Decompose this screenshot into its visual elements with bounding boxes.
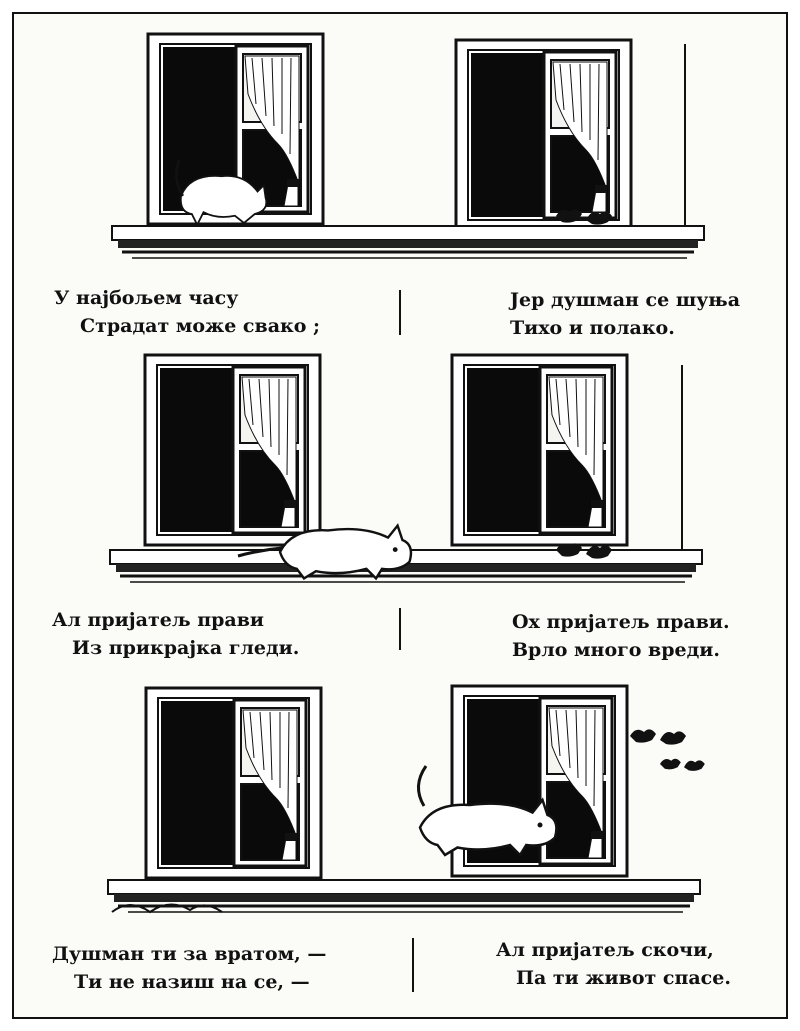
window-2	[454, 38, 633, 232]
bird-icon	[630, 729, 686, 745]
window-3	[143, 353, 322, 547]
verse-1-line-1: У најбољем часу	[54, 287, 239, 309]
verse-6: Ал пријатељ скочи, Па ти живот спасе.	[496, 936, 731, 992]
verse-5-line-2: Ти не назиш на се, —	[74, 971, 310, 993]
verse-3-line-1: Ал пријатељ прави	[52, 609, 264, 631]
verse-6-line-2: Па ти живот спасе.	[516, 967, 731, 989]
illustration-frame	[12, 12, 788, 1019]
verse-4: Ох пријатељ прави. Врло много вреди.	[512, 608, 730, 664]
verse-5-line-1: Душман ти за вратом, —	[52, 943, 327, 965]
window-4	[450, 353, 629, 547]
verse-1-line-2: Страдат може свако ;	[80, 315, 321, 337]
cat-icon	[174, 159, 268, 227]
verse-6-line-1: Ал пријатељ скочи,	[496, 939, 714, 961]
verse-3-line-2: Из прикрајка гледи.	[72, 637, 300, 659]
window-sill-1	[110, 224, 706, 260]
signature-icon	[111, 903, 223, 914]
verse-4-line-2: Врло много вреди.	[512, 639, 720, 661]
verse-2-line-1: Јер душман се шуња	[510, 289, 741, 311]
verse-1: У најбољем часу Страдат може свако ;	[54, 284, 320, 340]
bird-icon	[660, 758, 705, 771]
verse-4-line-1: Ох пријатељ прави.	[512, 611, 730, 633]
window-5	[144, 686, 323, 880]
verse-2: Јер душман се шуња Тихо и полако.	[510, 286, 740, 342]
verse-3: Ал пријатељ прави Из прикрајка гледи.	[52, 606, 299, 662]
verse-5: Душман ти за вратом, — Ти не назиш на се…	[52, 940, 326, 996]
verse-2-line-2: Тихо и полако.	[510, 317, 675, 339]
